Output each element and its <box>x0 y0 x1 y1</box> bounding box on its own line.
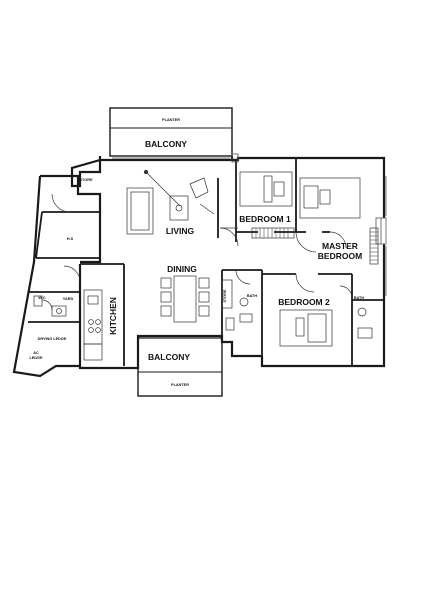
label-bedroom1: BEDROOM 1 <box>239 214 291 224</box>
label-balcony-top: BALCONY <box>145 139 187 149</box>
living-armchair <box>189 177 209 199</box>
room-labels: PLANTER BALCONY STORE H.S LIVING BEDROOM… <box>29 118 364 387</box>
label-bath-right: BATH <box>354 296 365 300</box>
bath-right-wc <box>357 307 367 317</box>
label-balcony-bottom: BALCONY <box>148 352 190 362</box>
label-kitchen: KITCHEN <box>108 297 118 335</box>
label-planter-bottom: PLANTER <box>171 383 189 387</box>
label-store: STORE <box>79 178 92 182</box>
bedroom1-wardrobe <box>251 227 295 239</box>
label-dining: DINING <box>167 264 197 274</box>
label-ac-2: LEDGE <box>29 356 43 360</box>
inner-walls <box>28 158 384 366</box>
bath-left-wc <box>239 297 249 307</box>
label-bath-left: BATH <box>247 294 258 298</box>
label-living: LIVING <box>166 226 195 236</box>
kitchen-counter <box>83 289 103 345</box>
living-table <box>169 195 189 221</box>
label-hs: H.S <box>67 237 74 241</box>
wc-toilet <box>33 295 43 307</box>
label-store-vertical: STORE <box>223 289 227 302</box>
master-bed <box>299 177 361 219</box>
master-wardrobe <box>369 227 379 265</box>
label-drying-ledge: DRYING LEDGE <box>38 337 67 341</box>
windows <box>112 153 387 339</box>
label-yard: YARD <box>63 297 74 301</box>
label-master-2: BEDROOM <box>318 251 362 261</box>
label-bedroom2: BEDROOM 2 <box>278 297 330 307</box>
label-ac-1: AC <box>33 351 39 355</box>
furniture <box>33 169 379 361</box>
bedroom1-bed <box>239 171 293 207</box>
label-wc: W.C <box>38 296 45 300</box>
living-sofa <box>126 187 154 235</box>
label-planter-top: PLANTER <box>162 118 180 122</box>
dining-table <box>173 275 197 323</box>
label-master-1: MASTER <box>322 241 358 251</box>
bedroom2-bed <box>279 309 333 347</box>
